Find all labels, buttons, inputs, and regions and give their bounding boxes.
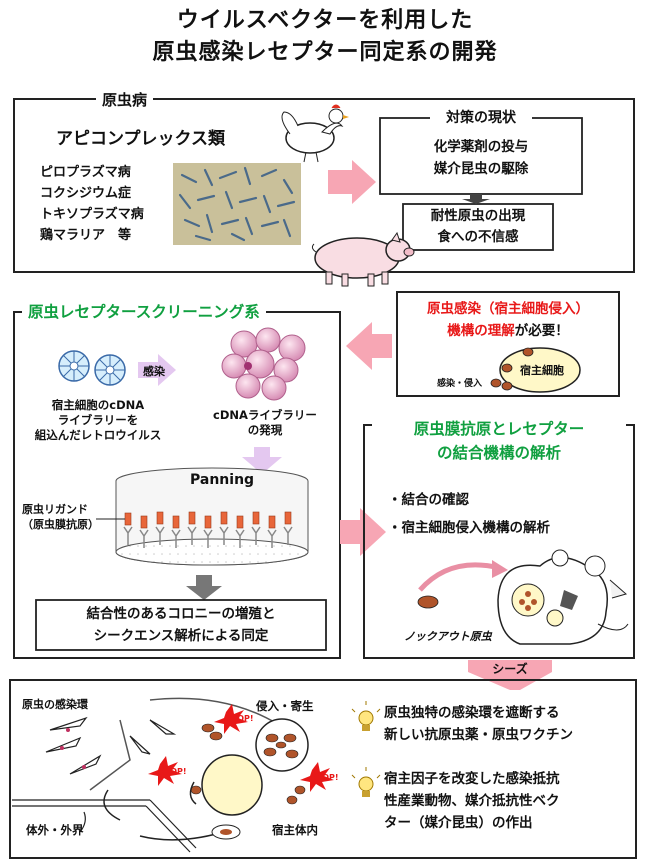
chicken-icon bbox=[281, 104, 349, 163]
countermeasures-header: 対策の現状 bbox=[430, 109, 532, 127]
analysis-header-line1: 原虫膜抗原とレセプター bbox=[372, 418, 626, 440]
expression-caption-line: の発現 bbox=[247, 423, 283, 437]
seeds-label: シーズ bbox=[492, 662, 528, 676]
outcome-1: 原虫独特の感染環を遮断する 新しい抗原虫薬・原虫ワクチン bbox=[384, 702, 573, 746]
knockout-parasite-icon bbox=[417, 595, 439, 609]
knockout-label: ノックアウト原虫 bbox=[404, 630, 492, 643]
countermeasure-item: 化学薬剤の投与 bbox=[433, 139, 529, 155]
problem-item: 耐性原虫の出現 bbox=[430, 208, 526, 224]
culture-dish-image bbox=[115, 467, 309, 566]
infection-cycle-illustration bbox=[12, 697, 334, 853]
disease-item: ピロプラズマ病 bbox=[40, 165, 131, 180]
outcome-2: 宿主因子を改変した感染抵抗 性産業動物、媒介抵抗性ベク ター（媒介昆虫）の作出 bbox=[384, 768, 560, 834]
outcome-2-line: 宿主因子を改変した感染抵抗 bbox=[384, 771, 560, 787]
problems-text: 耐性原虫の出現 食への不信感 bbox=[403, 206, 553, 248]
stop-label-3: STOP! bbox=[311, 773, 339, 782]
virus-caption: 宿主細胞のcDNA ライブラリーを 組込んだレトロウイルス bbox=[28, 398, 168, 443]
result-line: 結合性のあるコロニーの増殖と bbox=[86, 606, 276, 622]
infection-arrow-label: 感染 bbox=[143, 365, 165, 378]
result-line: シークエンス解析による同定 bbox=[93, 628, 269, 644]
need-box-line1: 原虫感染（宿主細胞侵入） bbox=[427, 301, 589, 317]
cycle-label: 原虫の感染環 bbox=[22, 698, 88, 711]
countermeasures-text: 化学薬剤の投与 媒介昆虫の駆除 bbox=[380, 136, 582, 180]
section-label-protozoan-disease: 原虫病 bbox=[96, 90, 154, 110]
arrow-right-1 bbox=[328, 160, 376, 204]
arrow-left-1 bbox=[346, 322, 392, 370]
problem-item: 食への不信感 bbox=[437, 229, 519, 245]
arrow-infection bbox=[138, 354, 176, 386]
apicomplexa-label: アピコンプレックス類 bbox=[56, 129, 225, 149]
outcome-1-line: 新しい抗原虫薬・原虫ワクチン bbox=[384, 727, 573, 743]
disease-item: コクシジウム症 bbox=[40, 186, 132, 201]
ligand-label: 原虫リガンド （原虫膜抗原） bbox=[22, 502, 99, 532]
arrow-seeds bbox=[468, 660, 552, 690]
need-box-mechanism: 機構の理解 bbox=[447, 323, 515, 339]
analysis-item: ・結合の確認 bbox=[388, 492, 469, 508]
stop-label-2: STOP! bbox=[159, 767, 187, 776]
expression-caption-line: cDNAライブラリー bbox=[213, 408, 317, 422]
arrow-down-result bbox=[186, 575, 222, 600]
infection-invasion-label: 感染・侵入 bbox=[437, 379, 483, 389]
microscope-image bbox=[173, 163, 301, 245]
page-title-line1: ウイルスベクターを利用した bbox=[176, 8, 474, 33]
expression-caption: cDNAライブラリー の発現 bbox=[200, 408, 330, 438]
mouse-image bbox=[497, 549, 629, 645]
need-box-required: が必要！ bbox=[514, 323, 569, 339]
lightbulb-icon bbox=[351, 701, 381, 731]
need-box-line2: 機構の理解が必要！ bbox=[397, 320, 619, 342]
disease-item: トキソプラズマ病 bbox=[40, 207, 144, 222]
ligand-line: 原虫リガンド bbox=[22, 503, 88, 516]
disease-item: 鶏マラリア 等 bbox=[40, 228, 132, 243]
lightbulb-icon-2 bbox=[351, 767, 381, 797]
countermeasure-item: 媒介昆虫の駆除 bbox=[433, 161, 529, 177]
virus-caption-line: 宿主細胞のcDNA bbox=[51, 398, 145, 412]
outside-label: 体外・外界 bbox=[26, 823, 84, 837]
virus-caption-line: 組込んだレトロウイルス bbox=[34, 428, 162, 442]
screening-header: 原虫レセプタースクリーニング系 bbox=[22, 302, 266, 322]
arrow-panning bbox=[242, 447, 282, 474]
virus-caption-line: ライブラリーを bbox=[57, 413, 139, 427]
analysis-item: ・宿主細胞侵入機構の解析 bbox=[388, 520, 550, 536]
disease-list: ピロプラズマ病 コクシジウム症 トキソプラズマ病 鶏マラリア 等 bbox=[40, 162, 144, 246]
invasion-label: 侵入・寄生 bbox=[256, 699, 314, 713]
result-box-text: 結合性のあるコロニーの増殖と シークエンス解析による同定 bbox=[36, 603, 326, 647]
analysis-items: ・結合の確認 ・宿主細胞侵入機構の解析 bbox=[388, 486, 550, 542]
analysis-header-line2: の結合機構の解析 bbox=[436, 444, 561, 462]
arrow-curve-knockout bbox=[418, 562, 501, 592]
receptor-ligand-array bbox=[96, 511, 293, 548]
outcome-1-line: 原虫独特の感染環を遮断する bbox=[384, 705, 560, 721]
outcome-2-line: 性産業動物、媒介抵抗性ベク bbox=[384, 793, 560, 809]
expressing-cells-image bbox=[221, 327, 306, 401]
outcome-2-line: ター（媒介昆虫）の作出 bbox=[384, 815, 533, 831]
inside-label: 宿主体内 bbox=[272, 823, 318, 837]
ligand-line: （原虫膜抗原） bbox=[22, 518, 99, 531]
panning-label: Panning bbox=[190, 472, 255, 488]
stop-label-1: STOP! bbox=[226, 714, 254, 723]
page-title-line2: 原虫感染レセプター同定系の開発 bbox=[152, 40, 498, 65]
pig-icon bbox=[311, 231, 415, 287]
host-cell-label: 宿主細胞 bbox=[520, 364, 564, 377]
retrovirus-icon bbox=[58, 350, 126, 386]
